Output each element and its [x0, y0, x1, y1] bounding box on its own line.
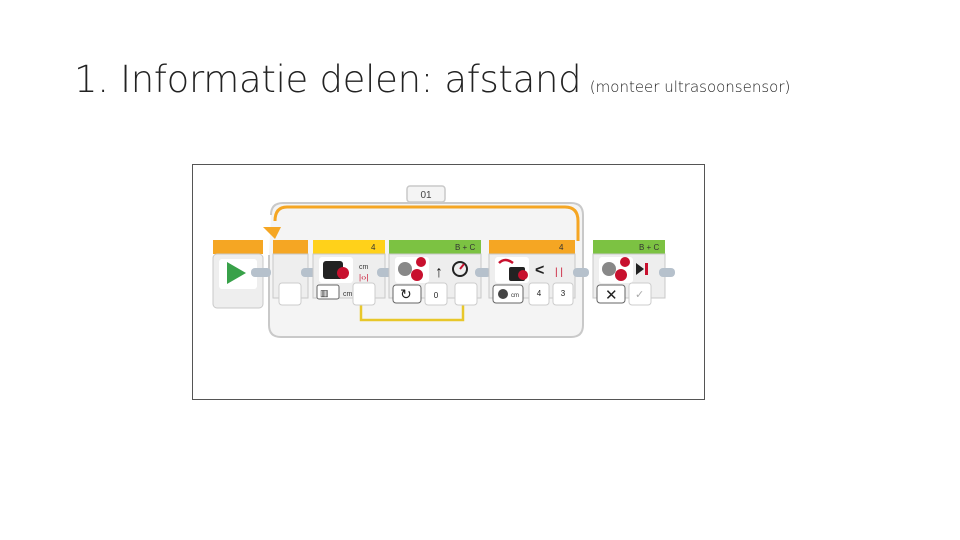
program-screenshot: 01 4 cm |‹›| [192, 164, 705, 400]
speed-dial-icon [452, 261, 468, 277]
ruler-icon: ▥ [320, 288, 329, 298]
compare-type-input[interactable] [528, 282, 550, 306]
steering-motor-icon-2 [602, 262, 616, 276]
steering-mode-selector[interactable] [392, 284, 422, 304]
threshold-gauge-icon: | | [555, 267, 563, 278]
steering-2-mode-selector[interactable] [596, 284, 626, 304]
measure-unit-label: cm [343, 291, 353, 298]
loop-start-connector [272, 240, 323, 306]
sequence-plug [573, 268, 589, 277]
compare-port-label: 4 [559, 243, 564, 252]
slide-subtitle: (monteer ultrasoonsensor) [589, 78, 791, 96]
slide-title: 1. Informatie delen: afstand (monteer ul… [74, 58, 790, 101]
loop-name-label: 01 [420, 190, 432, 201]
threshold-value: 3 [561, 289, 566, 298]
loop-name-tab[interactable] [406, 185, 446, 203]
brake-input[interactable] [628, 282, 652, 306]
steering-input[interactable] [424, 282, 448, 306]
ultrasonic-port-label: 4 [371, 243, 376, 252]
brake-icon [636, 263, 644, 275]
sequence-plug [251, 268, 271, 277]
rotate-icon: ↻ [400, 286, 412, 302]
threshold-input[interactable] [552, 282, 574, 306]
ultrasonic-mode-label: cm [359, 264, 369, 271]
sensor-mode-icon [498, 289, 508, 299]
move-steering-block-2[interactable]: B + C ✕ ✓ [592, 240, 675, 306]
arrow-up-icon: ↑ [435, 264, 443, 281]
output-plug[interactable] [352, 282, 376, 306]
sequence-plug [475, 268, 491, 277]
ultrasonic-sensor-block[interactable]: 4 cm |‹›| ▥ cm [312, 240, 393, 306]
steering-1-ports: B + C [455, 243, 475, 252]
check-icon: ✓ [635, 289, 644, 301]
slide-title-main: 1. Informatie delen: afstand [74, 58, 582, 101]
compare-type-value: 4 [537, 289, 542, 298]
steering-2-ports: B + C [639, 243, 659, 252]
steering-value: 0 [434, 291, 439, 300]
less-than-icon: < [535, 262, 544, 279]
steering-motor-icon [398, 262, 412, 276]
off-icon: ✕ [605, 287, 618, 304]
compare-unit-label: cm [511, 293, 519, 299]
sequence-plug [659, 268, 675, 277]
play-icon [227, 262, 246, 284]
wait-loop-icon [498, 258, 514, 265]
loop-arrow-icon [263, 227, 281, 239]
ultrasonic-compare-block[interactable]: 4 < | | cm 4 3 [488, 240, 589, 306]
move-steering-block-1[interactable]: B + C ↑ ↻ 0 [388, 240, 491, 306]
measure-mode-selector[interactable] [316, 284, 340, 300]
power-input[interactable] [454, 282, 478, 306]
start-block[interactable] [212, 240, 271, 309]
data-wire[interactable] [359, 298, 465, 322]
ev3-program-canvas: 01 4 cm |‹›| [212, 185, 675, 338]
ultrasonic-output-icon: |‹›| [359, 273, 368, 282]
